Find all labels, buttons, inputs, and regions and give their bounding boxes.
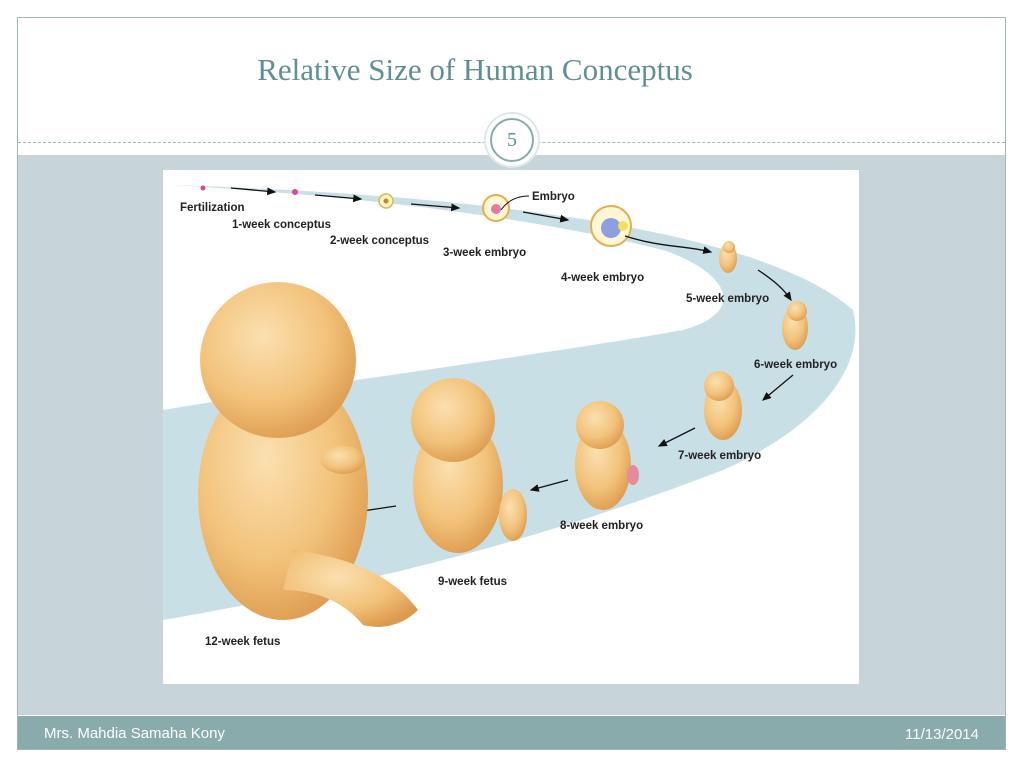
week7-embryo xyxy=(704,371,742,440)
slide-title: Relative Size of Human Conceptus xyxy=(257,52,693,87)
arrow-7 xyxy=(762,374,794,401)
label-embryo: Embryo xyxy=(532,191,575,203)
label-week8: 8-week embryo xyxy=(560,520,643,532)
slide-number-badge: 5 xyxy=(484,112,540,168)
week9-fetus xyxy=(411,378,527,553)
label-week2: 2-week conceptus xyxy=(330,235,429,247)
week6-embryo xyxy=(782,301,808,350)
arrow-6 xyxy=(757,269,792,302)
arrow-5 xyxy=(624,235,713,254)
week1-dot xyxy=(292,189,298,195)
embryo-pointer xyxy=(500,195,530,211)
label-week12: 12-week fetus xyxy=(205,636,280,648)
arrow-3 xyxy=(410,203,461,212)
arrow-9 xyxy=(529,479,569,492)
conceptus-figure: Fertilization 1-week conceptus 2-week co… xyxy=(163,170,859,684)
label-fertilization: Fertilization xyxy=(180,202,245,214)
week8-embryo xyxy=(575,401,639,510)
footer-author: Mrs. Mahdia Samaha Kony xyxy=(44,725,225,742)
label-week4: 4-week embryo xyxy=(561,272,644,284)
arrow-1 xyxy=(230,187,277,196)
footer-date: 11/13/2014 xyxy=(905,726,979,743)
label-week9: 9-week fetus xyxy=(438,576,507,588)
week5-embryo xyxy=(719,241,737,273)
label-week6: 6-week embryo xyxy=(754,359,837,371)
arrow-4 xyxy=(522,211,570,223)
label-week5: 5-week embryo xyxy=(686,293,769,305)
fertilization-dot xyxy=(200,185,206,191)
week12-fetus xyxy=(198,282,418,627)
label-week1: 1-week conceptus xyxy=(232,219,331,231)
arrow-2 xyxy=(314,194,363,203)
label-week7: 7-week embryo xyxy=(678,450,761,462)
label-week3: 3-week embryo xyxy=(443,247,526,259)
arrow-8 xyxy=(657,427,696,447)
slide-footer: Mrs. Mahdia Samaha Kony 11/13/2014 xyxy=(18,716,1005,749)
conceptus-diagram: Fertilization 1-week conceptus 2-week co… xyxy=(163,185,856,648)
slide-number: 5 xyxy=(490,118,534,162)
